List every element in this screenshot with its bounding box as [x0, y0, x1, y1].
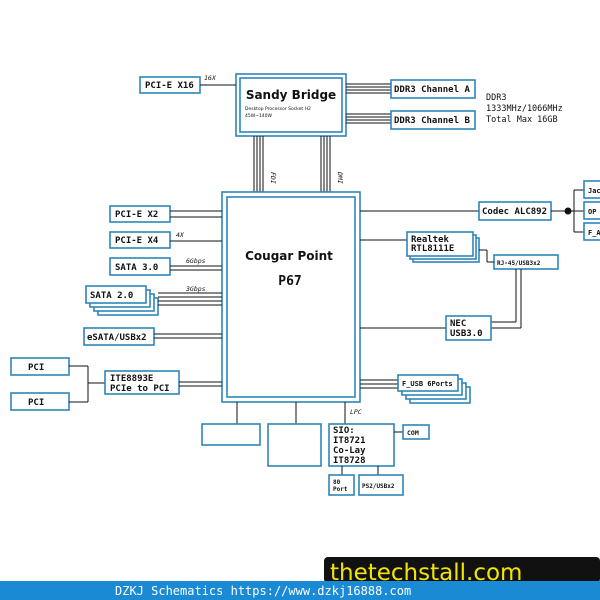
pch-title: Cougar Point [245, 249, 333, 263]
codec-block: Codec ALC892 [478, 201, 552, 221]
sata3-block: SATA 3.0 [109, 257, 171, 276]
audio-jack-block: Jac [583, 180, 600, 199]
codec-label: Codec ALC892 [482, 207, 547, 217]
footer-bar: DZKJ Schematics https://www.dzkj16888.co… [0, 581, 600, 600]
sata2-block: SATA 2.0 [85, 285, 159, 316]
ddr-channel-b-label: DDR3 Channel B [394, 116, 470, 126]
ddr-info-1: DDR3 [486, 93, 506, 103]
ddr-channel-a-label: DDR3 Channel A [394, 85, 470, 95]
pcie-x16-label: PCI-E X16 [145, 81, 194, 91]
ddr-bus [346, 83, 391, 124]
lan-label-2: RTL8111E [411, 244, 454, 254]
ddr-info-3: Total Max 16GB [486, 115, 558, 125]
pcie-x4-label: PCI-E X4 [115, 236, 159, 246]
sio-line-4: IT8728 [333, 456, 366, 466]
sata6-label: 6Gbps [186, 257, 206, 265]
rj45-label: RJ-45/USB3x2 [497, 260, 541, 267]
optical-block: OP [583, 201, 600, 220]
bottom-block-1 [201, 423, 261, 446]
pci-2-label: PCI [28, 398, 44, 408]
audio-jack-label: Jac [588, 187, 600, 195]
ite-label-1: ITE8893E [110, 374, 153, 384]
esata-block: eSATA/USBx2 [83, 327, 155, 346]
cpu-note: 45W~140W [245, 113, 273, 119]
fdi-bus [253, 136, 264, 194]
com-label: COM [407, 429, 419, 437]
com-block: COM [402, 424, 430, 440]
ps2-block: PS2/USBx2 [358, 474, 404, 496]
ite-label-2: PCIe to PCI [110, 384, 170, 394]
ddr-channel-a: DDR3 Channel A [390, 79, 476, 99]
front-audio-block: F_A [583, 222, 600, 241]
cpu-subtitle: Desktop Processor Socket H2 [245, 106, 311, 112]
pch-model: P67 [278, 274, 301, 289]
esata-label: eSATA/USBx2 [87, 333, 147, 343]
footer-text: DZKJ Schematics https://www.dzkj16888.co… [115, 584, 411, 598]
nec-usb3-block: NEC USB3.0 [445, 315, 492, 341]
sata3gbps-label: 3Gbps [185, 285, 206, 293]
port80-block: 80 Port [328, 474, 355, 496]
dmi-bus [320, 136, 331, 194]
nec-label-1: NEC [450, 319, 466, 329]
ps2-label: PS2/USBx2 [362, 483, 395, 490]
optical-label: OP [588, 208, 596, 216]
cpu-title: Sandy Bridge [246, 88, 336, 102]
sio-line-2: IT8721 [333, 436, 366, 446]
lan-block: Realtek RTL8111E [406, 231, 480, 263]
pcie-x16-block: PCI-E X16 [139, 76, 201, 94]
port80-label-1: 80 [333, 479, 341, 486]
cpu-block: Sandy Bridge Desktop Processor Socket H2… [235, 73, 347, 137]
x4-label: 4X [176, 231, 185, 239]
front-audio-label: F_A [588, 229, 600, 237]
pcie-x2-block: PCI-E X2 [109, 205, 171, 223]
sio-block: SIO: IT8721 Co-Lay IT8728 [328, 423, 395, 467]
sio-line-3: Co-Lay [333, 446, 366, 456]
pci-slot-2: PCI [10, 392, 70, 411]
ddr-info-2: 1333MHz/1066MHz [486, 104, 563, 114]
pci-1-label: PCI [28, 363, 44, 373]
pch-block: Cougar Point P67 [221, 191, 361, 403]
dmi-label: DMI [336, 171, 344, 184]
pcie-x4-block: PCI-E X4 [109, 231, 171, 249]
sio-line-1: SIO: [333, 426, 355, 436]
x16-label: 16X [204, 74, 217, 82]
rj45-block: RJ-45/USB3x2 [493, 254, 559, 270]
sata3-label: SATA 3.0 [115, 263, 158, 273]
front-usb-block: F_USB 6Ports [397, 374, 471, 404]
nec-label-2: USB3.0 [450, 329, 483, 339]
pci-slot-1: PCI [10, 357, 70, 376]
sata2-label: SATA 2.0 [90, 291, 133, 301]
pcie-x2-label: PCI-E X2 [115, 210, 158, 220]
ddr-channel-b: DDR3 Channel B [390, 110, 476, 130]
port80-label-2: Port [333, 486, 348, 493]
lpc-label: LPC [350, 408, 362, 416]
lan-label-1: Realtek [411, 235, 450, 245]
front-usb-label: F_USB 6Ports [402, 380, 453, 388]
fdi-label: FDI [269, 172, 277, 184]
bottom-block-2 [267, 423, 322, 467]
ite-bridge-block: ITE8893E PCIe to PCI [104, 370, 180, 395]
